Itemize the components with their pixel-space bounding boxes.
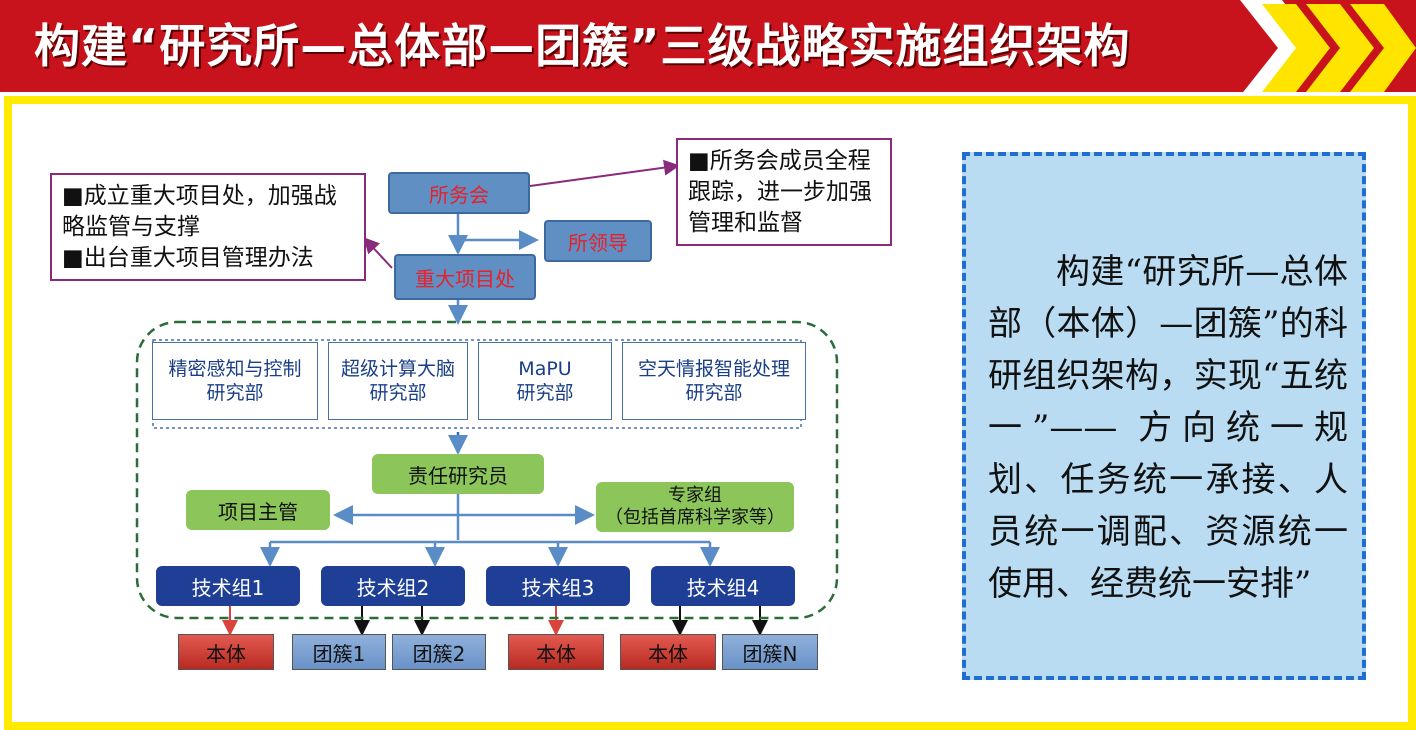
node-zhuanjiazu: 专家组 （包括首席科学家等）: [596, 482, 794, 532]
note-left-line-2: ■出台重大项目管理办法: [62, 245, 314, 271]
output-tuancu-2: 团簇2: [392, 634, 486, 670]
side-panel-text: 构建“研究所—总体部（本体）—团簇”的科研组织架构，实现“五统一”—— 方向统一…: [988, 252, 1348, 604]
node-zeren-yanjiuyuan: 责任研究员: [372, 454, 544, 494]
node-suolingdao: 所领导: [544, 220, 652, 262]
node-suowuhui: 所务会: [388, 172, 530, 214]
dept-3-line-1: MaPU: [518, 358, 572, 380]
note-right: ■所务会成员全程跟踪，进一步加强管理和监督: [676, 138, 892, 246]
output-tuancu-1: 团簇1: [292, 634, 386, 670]
output-benti-1: 本体: [178, 634, 274, 670]
zhuanjiazu-line-1: 专家组: [668, 485, 722, 506]
side-panel: 构建“研究所—总体部（本体）—团簇”的科研组织架构，实现“五统一”—— 方向统一…: [962, 152, 1366, 680]
chevron-arrows-icon: [1240, 0, 1416, 96]
node-zhongda-xiangmuchu: 重大项目处: [394, 254, 536, 300]
tech-group-3: 技术组3: [486, 566, 630, 606]
note-left: ■成立重大项目处，加强战略监管与支撑 ■出台重大项目管理办法: [50, 173, 366, 281]
dept-3: MaPU 研究部: [478, 342, 612, 420]
dept-2: 超级计算大脑 研究部: [328, 342, 468, 420]
tech-group-2: 技术组2: [321, 566, 465, 606]
dept-4: 空天情报智能处理 研究部: [622, 342, 806, 420]
page-title: 构建“研究所—总体部—团簇”三级战略实施组织架构: [34, 19, 1131, 73]
dept-4-line-1: 空天情报智能处理: [637, 358, 790, 380]
dept-2-line-2: 研究部: [369, 382, 427, 404]
dept-1-line-2: 研究部: [206, 382, 264, 404]
note-left-line-1: ■成立重大项目处，加强战略监管与支撑: [62, 183, 337, 240]
tech-group-4: 技术组4: [651, 566, 795, 606]
tech-group-1: 技术组1: [156, 566, 300, 606]
note-right-text: ■所务会成员全程跟踪，进一步加强管理和监督: [688, 148, 872, 236]
dept-2-line-1: 超级计算大脑: [340, 358, 455, 380]
dept-3-line-2: 研究部: [516, 382, 574, 404]
node-xiangmu-zhuguan: 项目主管: [186, 490, 330, 530]
output-benti-2: 本体: [508, 634, 604, 670]
dept-4-line-2: 研究部: [685, 382, 743, 404]
dept-1: 精密感知与控制 研究部: [152, 342, 318, 420]
output-benti-3: 本体: [620, 634, 716, 670]
zhuanjiazu-line-2: （包括首席科学家等）: [605, 507, 785, 528]
output-tuancu-n: 团簇N: [722, 634, 818, 670]
dept-1-line-1: 精密感知与控制: [168, 358, 302, 380]
header-banner: [0, 0, 1416, 92]
